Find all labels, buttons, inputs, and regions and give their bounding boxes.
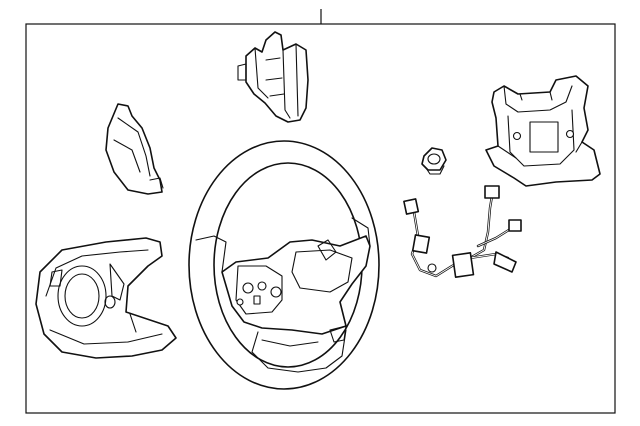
diagram-frame: [25, 23, 616, 414]
airbag-module: [485, 75, 601, 187]
lower-column-cover: [35, 237, 177, 359]
left-side-trim-cover: [105, 103, 164, 195]
steering-wheel: [188, 140, 380, 390]
wiring-harness: [403, 185, 522, 278]
retaining-nut: [421, 147, 447, 175]
upper-trim-cover: [237, 31, 309, 123]
